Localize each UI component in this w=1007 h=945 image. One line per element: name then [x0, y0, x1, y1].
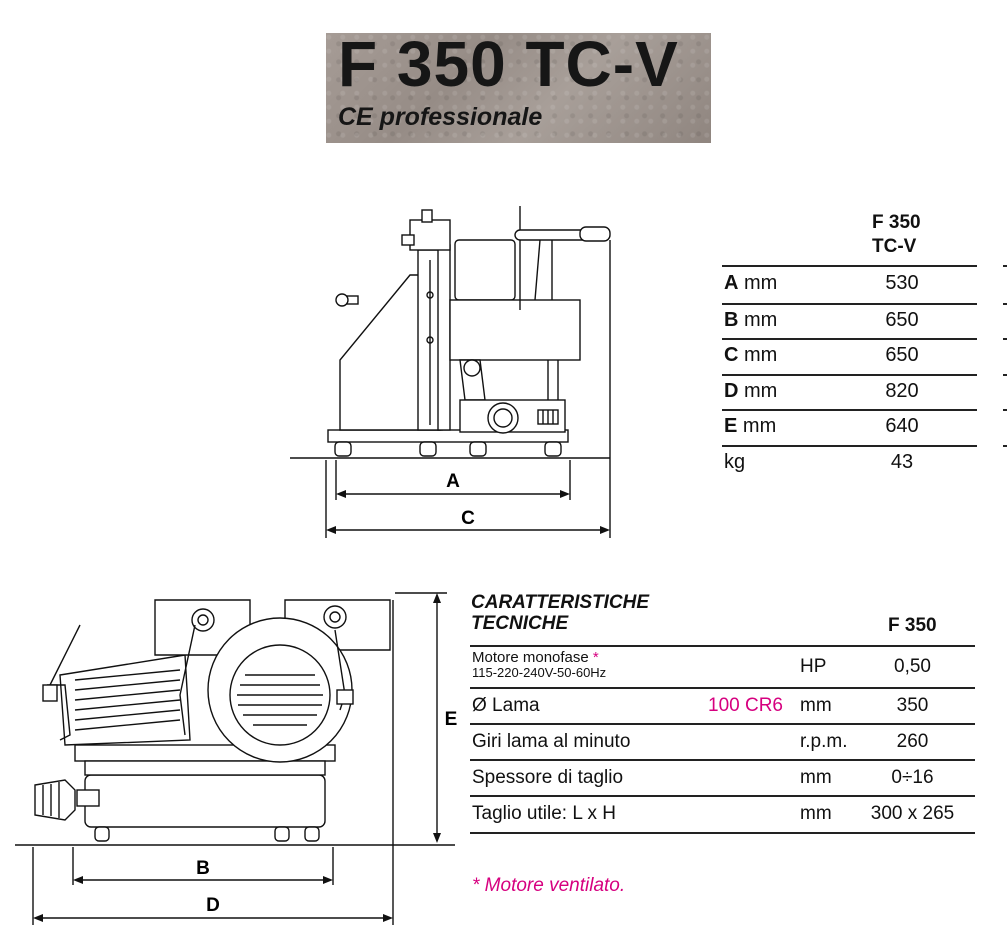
table-row: A mm 530: [722, 268, 977, 302]
dimension-label-e: E: [445, 709, 458, 730]
table-divider: [470, 645, 975, 647]
specs-column-header: F 350: [888, 615, 937, 636]
spec-name: Motore monofase: [472, 649, 589, 666]
dimensions-header-line2: TC-V: [872, 236, 917, 257]
dimension-letter: A: [724, 272, 739, 294]
spec-unit: mm: [800, 695, 832, 716]
dimension-letter: C: [724, 344, 739, 366]
table-row: D mm 820: [722, 376, 977, 410]
spec-extra: 100 CR6: [708, 695, 783, 716]
edge-tick: [1003, 445, 1007, 447]
spec-value: 350: [896, 695, 929, 716]
footnote: * Motore ventilato.: [472, 875, 626, 896]
edge-tick: [1003, 303, 1007, 305]
dimension-value: 530: [885, 272, 919, 294]
specs-title-line1: CARATTERISTICHE: [471, 592, 650, 613]
spec-unit: mm: [800, 767, 832, 788]
model-title: F 350 TC-V: [338, 28, 679, 100]
table-divider: [722, 338, 977, 340]
table-row: Motore monofase * 115-220-240V-50-60Hz H…: [470, 648, 975, 686]
table-row: E mm 640: [722, 411, 977, 445]
spec-value: 260: [896, 731, 929, 752]
edge-tick: [1003, 265, 1007, 267]
dimension-unit: kg: [724, 451, 746, 473]
table-divider: [722, 265, 977, 267]
side-view-diagram: B D E: [15, 592, 458, 925]
model-subtitle: CE professionale: [338, 103, 543, 131]
spec-value: 0÷16: [891, 767, 934, 788]
table-divider: [722, 303, 977, 305]
dimensions-header-line1: F 350: [872, 212, 921, 233]
spec-name-sub: 115-220-240V-50-60Hz: [472, 665, 607, 680]
table-divider: [470, 759, 975, 761]
spec-value: 300 x 265: [870, 803, 955, 824]
table-divider: [470, 795, 975, 797]
table-divider: [470, 687, 975, 689]
spec-value: 0,50: [894, 656, 931, 677]
edge-tick: [1003, 409, 1007, 411]
specs-title: CARATTERISTICHE TECNICHE: [471, 592, 691, 634]
dimension-value: 640: [885, 415, 919, 437]
dimension-label-c: C: [461, 508, 475, 529]
spec-unit: mm: [800, 803, 832, 824]
dimension-value: 650: [885, 309, 919, 331]
edge-tick: [1003, 338, 1007, 340]
dimension-label-b: B: [196, 858, 210, 879]
spec-name: Spessore di taglio: [472, 767, 624, 788]
spec-unit: r.p.m.: [800, 731, 848, 752]
table-divider: [470, 832, 975, 834]
spec-name: Giri lama al minuto: [472, 731, 631, 752]
spec-unit: HP: [800, 656, 827, 677]
spec-name: Ø Lama: [472, 695, 540, 716]
dimension-letter: E: [724, 415, 738, 437]
edge-tick: [1003, 374, 1007, 376]
dimension-label-d: D: [206, 895, 220, 916]
dimension-letter: D: [724, 380, 739, 402]
table-row: Ø Lama 100 CR6 mm 350: [470, 689, 975, 723]
dimension-unit: mm: [744, 380, 778, 402]
spec-star: *: [592, 649, 599, 666]
dimension-value: 43: [890, 451, 914, 473]
table-row: kg 43: [722, 447, 977, 481]
table-row: B mm 650: [722, 305, 977, 339]
table-divider: [722, 445, 977, 447]
table-divider: [722, 374, 977, 376]
dimension-unit: mm: [744, 272, 778, 294]
table-row: Giri lama al minuto r.p.m. 260: [470, 725, 975, 759]
dimension-unit: mm: [744, 309, 778, 331]
table-divider: [470, 723, 975, 725]
title-plate: F 350 TC-V CE professionale: [326, 28, 711, 143]
dimension-value: 650: [885, 344, 919, 366]
specs-title-line2: TECNICHE: [471, 613, 569, 634]
table-divider: [722, 409, 977, 411]
dimension-label-a: A: [446, 471, 460, 492]
table-row: Spessore di taglio mm 0÷16: [470, 761, 975, 795]
dimension-value: 820: [885, 380, 919, 402]
dimension-letter: B: [724, 309, 739, 331]
front-view-diagram: A C: [290, 206, 611, 538]
spec-name: Taglio utile: L x H: [472, 803, 616, 824]
table-row: Taglio utile: L x H mm 300 x 265: [470, 797, 975, 831]
dimension-unit: mm: [742, 415, 777, 437]
table-row: C mm 650: [722, 340, 977, 374]
dimension-unit: mm: [744, 344, 778, 366]
